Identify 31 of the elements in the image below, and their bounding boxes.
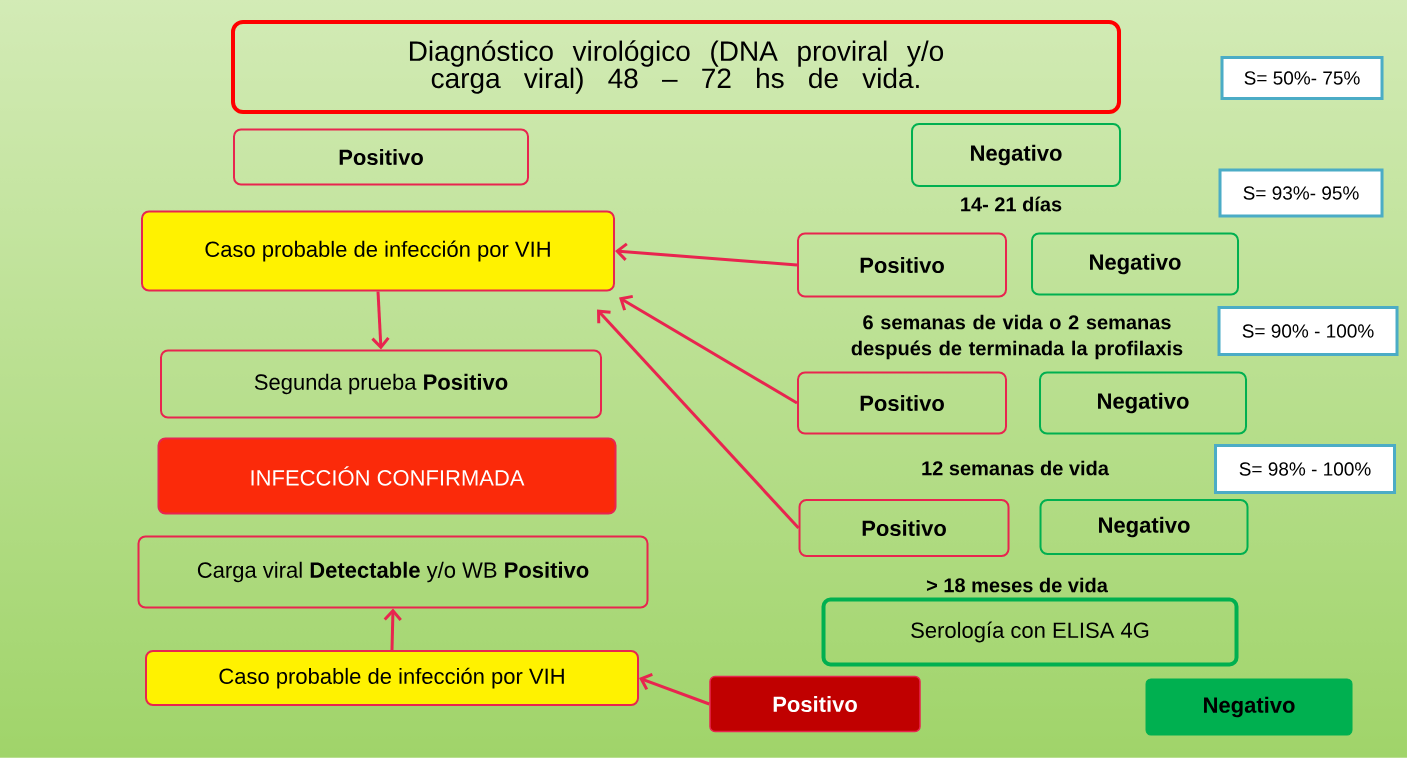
result-box: Negativo xyxy=(1145,678,1353,736)
result-box: Positivo xyxy=(233,128,529,186)
result-box: Negativo xyxy=(1039,499,1249,555)
result-box: Negativo xyxy=(911,123,1121,187)
process-box: Serología con ELISA 4G xyxy=(821,597,1239,667)
time-label: 6 semanas de vida o 2 semanas después de terminada la profilaxis xyxy=(851,314,1183,360)
result-box: Segunda prueba Positivo xyxy=(160,349,602,419)
arrow xyxy=(619,294,798,405)
sensitivity-box: S= 98% - 100% xyxy=(1214,444,1396,494)
result-box: Carga viral Detectable y/o WB Positivo xyxy=(137,535,649,609)
arrow xyxy=(383,608,402,651)
process-box: Diagnóstico virológico (DNA proviral y/o carga viral) 48 – 72 hs de vida. xyxy=(231,20,1121,114)
arrow xyxy=(371,291,390,350)
time-label: > 18 meses de vida xyxy=(926,577,1108,593)
result-box: Caso probable de infección por VIH xyxy=(145,650,639,706)
result-box: Negativo xyxy=(1031,232,1239,296)
result-box: Negativo xyxy=(1039,371,1247,435)
arrow xyxy=(639,673,710,706)
time-label: 14- 21 días xyxy=(961,196,1062,212)
result-box: Positivo xyxy=(798,499,1010,557)
result-box: Caso probable de infección por VIH xyxy=(141,210,615,292)
time-label: 12 semanas de vida xyxy=(922,460,1110,476)
arrow xyxy=(597,309,800,530)
sensitivity-box: S= 50%- 75% xyxy=(1220,56,1384,100)
sensitivity-box: S= 93%- 95% xyxy=(1218,168,1384,218)
result-box: Positivo xyxy=(709,675,921,733)
arrow xyxy=(615,242,798,267)
result-box: INFECCIÓN CONFIRMADA xyxy=(157,437,617,515)
result-box: Positivo xyxy=(797,232,1007,298)
sensitivity-box: S= 90% - 100% xyxy=(1217,306,1399,356)
result-box: Positivo xyxy=(797,371,1007,435)
